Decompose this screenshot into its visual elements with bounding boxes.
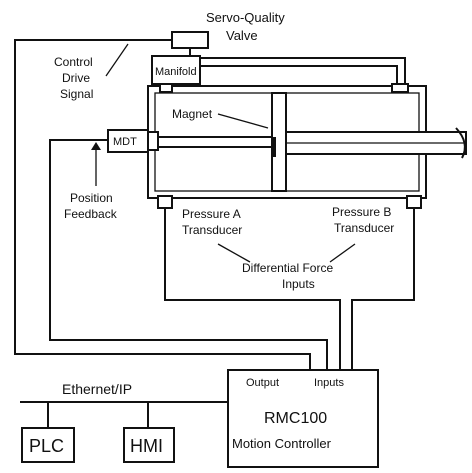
control-label-line3: Signal bbox=[60, 87, 93, 101]
rmc-label-line1: RMC100 bbox=[264, 410, 327, 427]
control-label-line2: Drive bbox=[62, 71, 90, 85]
diff-label-line2: Inputs bbox=[282, 277, 315, 291]
inputs-label: Inputs bbox=[314, 377, 344, 389]
valve-label-line2: Valve bbox=[226, 28, 258, 43]
diff-leader-a bbox=[217, 243, 251, 263]
mdt-probe bbox=[147, 136, 273, 148]
diff-label-line1: Differential Force bbox=[242, 261, 333, 275]
magnet-label: Magnet bbox=[172, 107, 213, 121]
pressure-b-label-line1: Pressure B bbox=[332, 205, 391, 219]
rmc-label-line2: Motion Controller bbox=[232, 436, 332, 451]
pressure-a-transducer bbox=[157, 195, 173, 209]
hmi-box bbox=[123, 427, 175, 463]
position-feedback-line bbox=[49, 139, 328, 370]
rmc100-controller bbox=[227, 369, 379, 468]
pressure-a-label-line2: Transducer bbox=[182, 223, 242, 237]
position-label-line2: Feedback bbox=[64, 207, 118, 221]
diff-leader-b bbox=[329, 243, 356, 263]
control-leader bbox=[105, 43, 129, 77]
magnet bbox=[271, 137, 276, 157]
position-arrow bbox=[91, 142, 101, 150]
manifold-block bbox=[151, 55, 201, 85]
pressure-b-transducer bbox=[406, 195, 422, 209]
pressure-b-line bbox=[351, 208, 415, 370]
port-manifold bbox=[159, 83, 173, 93]
mdt-flange bbox=[147, 131, 159, 151]
manifold-label: Manifold bbox=[155, 66, 197, 78]
hmi-label: HMI bbox=[130, 436, 163, 456]
valve-label-line1: Servo-Quality bbox=[206, 10, 285, 25]
pressure-b-label-line2: Transducer bbox=[334, 221, 394, 235]
port-right bbox=[391, 83, 409, 93]
rod-break bbox=[455, 127, 466, 159]
pressure-a-line bbox=[164, 208, 341, 370]
ethernet-label: Ethernet/IP bbox=[62, 381, 132, 397]
control-label-line1: Control bbox=[54, 55, 93, 69]
hydraulic-line-inner bbox=[198, 65, 398, 88]
mdt-label: MDT bbox=[113, 136, 137, 148]
position-label-line1: Position bbox=[70, 191, 113, 205]
servo-valve bbox=[171, 31, 209, 49]
output-label: Output bbox=[246, 377, 279, 389]
hydraulic-line-outer bbox=[198, 57, 406, 88]
magnet-leader bbox=[217, 113, 269, 129]
control-drive-signal-line bbox=[14, 39, 311, 370]
plc-box bbox=[21, 427, 75, 463]
pressure-a-label-line1: Pressure A bbox=[182, 207, 241, 221]
plc-label: PLC bbox=[29, 436, 64, 456]
